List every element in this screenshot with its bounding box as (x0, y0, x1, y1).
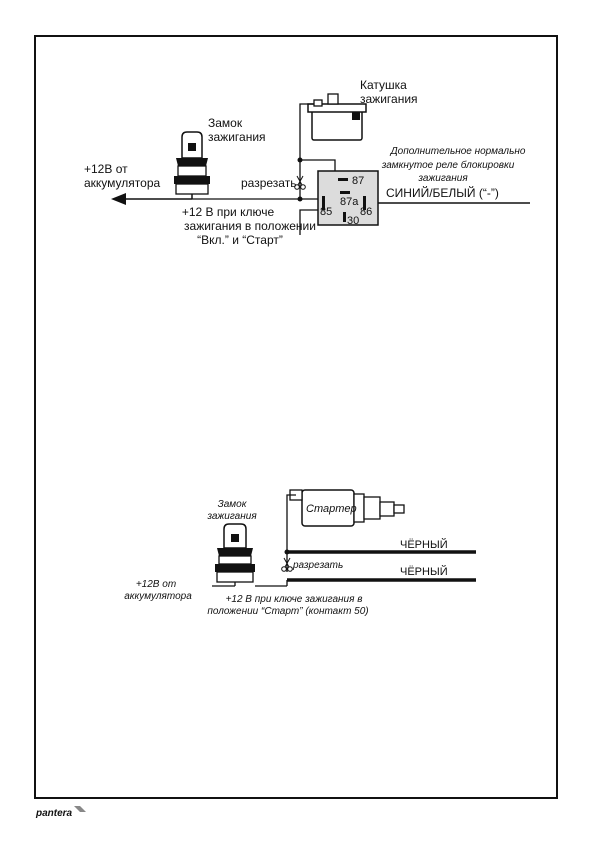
relay-pin-30: 30 (347, 215, 359, 227)
key-label-line3: “Вкл.” и “Старт” (197, 233, 283, 247)
scissors-icon (281, 557, 293, 572)
key-label-line2: зажигания в положении (184, 219, 316, 233)
diagram-2: Стартер ЧЁРНЫЙ ЧЁРНЫЙ разрезать Замок за… (124, 489, 476, 617)
lock-label-line2: зажигания (208, 130, 266, 144)
ignition-lock-icon (174, 131, 210, 195)
wire1-label: ЧЁРНЫЙ (400, 538, 448, 551)
blocking-relay (317, 170, 379, 226)
key-label-line1: +12 В при ключе (182, 205, 275, 219)
lock-label-line1: Замок (208, 116, 243, 130)
cut-label: разрезать (241, 176, 296, 190)
diagram-1: Катушка зажигания Замок зажигания +12В о… (84, 78, 530, 247)
brand-logo: pantera (35, 808, 73, 819)
ignition-lock-icon (215, 523, 255, 583)
battery-label-line1: +12В от (84, 162, 128, 176)
relay-title-line2: замкнутое реле блокировки (381, 159, 515, 171)
ignition-coil-icon (307, 93, 367, 141)
relay-pin-85: 85 (320, 206, 332, 218)
scissors-icon (294, 175, 306, 190)
key2-label-line1: +12 В при ключе зажигания в (226, 594, 363, 605)
arrow-left-icon (111, 193, 126, 205)
relay-85-wire (299, 209, 318, 235)
starter-label: Стартер (306, 503, 357, 515)
relay-pin-87: 87 (352, 175, 364, 187)
battery2-label-line1: +12В от (136, 579, 176, 590)
lock2-label-line2: зажигания (206, 511, 257, 522)
relay-title-line3: зажигания (417, 173, 468, 184)
relay-pin-86: 86 (360, 206, 372, 218)
wire2-label: ЧЁРНЫЙ (400, 565, 448, 578)
battery2-label-line2: аккумулятора (124, 591, 192, 602)
relay-title-line1: Дополнительное нормально (390, 146, 526, 157)
relay-pin-87a: 87a (340, 196, 359, 208)
starter-wire (286, 494, 296, 572)
battery-label-line2: аккумулятора (84, 176, 161, 190)
lock2-label-line1: Замок (218, 499, 248, 510)
key2-label-line2: положении “Старт” (контакт 50) (207, 606, 368, 617)
brand-mark-icon (74, 806, 86, 812)
coil-label-line2: зажигания (360, 92, 418, 106)
coil-label-line1: Катушка (360, 78, 407, 92)
cut-label-2: разрезать (292, 560, 343, 571)
page-frame (34, 35, 558, 799)
wire-label: СИНИЙ/БЕЛЫЙ (“-”) (386, 185, 499, 200)
